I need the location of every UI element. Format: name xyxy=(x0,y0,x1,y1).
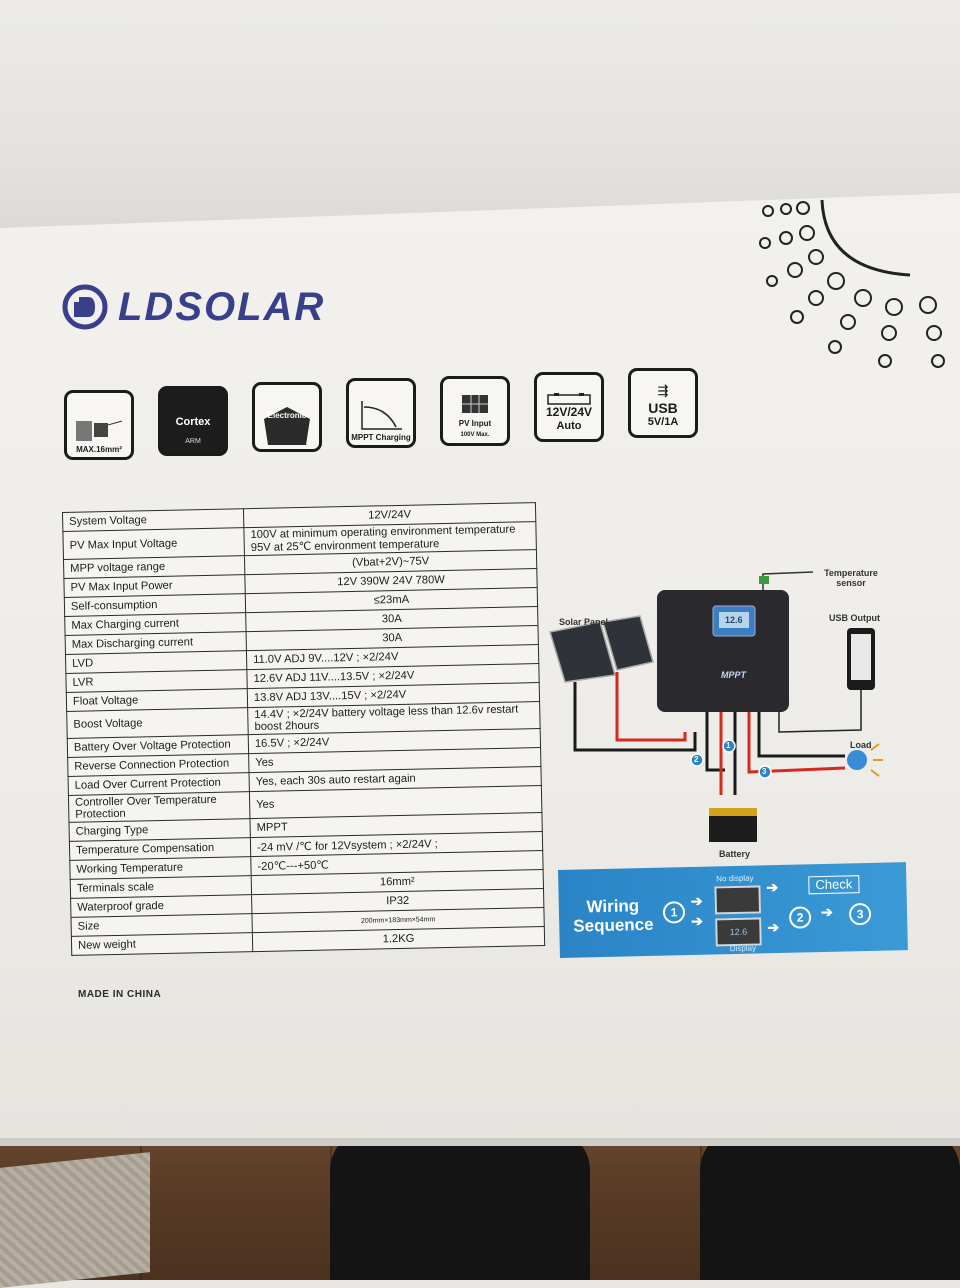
auto-label: Auto xyxy=(556,420,582,432)
arrow-right-icon: ➔ xyxy=(820,903,833,921)
load-bulb-icon xyxy=(847,750,867,770)
mppt-curve-icon xyxy=(361,401,402,430)
temperature-sensor-label: Temperature sensor xyxy=(824,568,878,588)
usb-label: USB xyxy=(648,400,678,416)
electronic-badge-icon xyxy=(264,407,310,445)
voltage-label: 12V/24V xyxy=(545,405,593,419)
pv-max-label: 100V Max. xyxy=(460,432,490,438)
solar-panel-icon xyxy=(549,615,654,683)
mppt-label: MPPT Charging xyxy=(351,433,411,442)
spec-key: New weight xyxy=(71,932,253,956)
usb-rating-label: 5V/1A xyxy=(647,416,679,428)
controller-brand-label: MPPT xyxy=(721,670,747,680)
feature-mppt-charging: MPPT Charging xyxy=(346,378,416,448)
wiring-marker-icons xyxy=(690,739,772,779)
battery-label: Battery xyxy=(719,849,751,859)
feature-usb: ⇶ USB 5V/1A xyxy=(628,368,698,438)
wiring-diagram: Solar Panel Temperature sensor USB Outpu… xyxy=(545,560,945,870)
sun-decoration-icon xyxy=(759,199,945,368)
arm-label: ARM xyxy=(185,438,201,445)
spec-key: PV Max Input Voltage xyxy=(62,527,245,560)
arrow-right-icon: ➔ xyxy=(691,912,704,929)
feature-label: MAX.16mm² xyxy=(76,445,122,454)
feature-electronic: Electronic xyxy=(252,382,322,452)
spec-key: Controller Over Temperature Protection xyxy=(68,791,250,823)
controller-screen-value: 12.6 xyxy=(725,615,743,625)
electronic-label: Electronic xyxy=(267,411,307,420)
arrow-right-icon: ➔ xyxy=(690,892,703,909)
step-2-badge: 2 xyxy=(788,906,812,929)
brand-name: LDSOLAR xyxy=(118,284,326,329)
wiring-diagram-graphic xyxy=(549,571,883,842)
arrow-right-icon: ➔ xyxy=(766,879,779,896)
arrow-right-icon: ➔ xyxy=(767,919,780,936)
screen-on: 12.6 xyxy=(715,917,762,947)
feature-connector-cable: MAX.16mm² xyxy=(64,390,134,460)
battery-icon xyxy=(547,393,591,405)
marker-2: 2 xyxy=(694,755,699,764)
no-display-label: No display xyxy=(716,873,754,884)
display-label: Display xyxy=(729,943,757,954)
solar-panel-icon xyxy=(462,395,488,413)
feature-icons-row: MAX.16mm² Cortex ARM Electronic MPPT Cha… xyxy=(64,368,704,460)
step-3-badge: 3 xyxy=(848,902,872,926)
load-label: Load xyxy=(850,740,872,750)
feature-battery-auto: 12V/24V Auto xyxy=(534,372,604,442)
marker-1: 1 xyxy=(726,741,731,750)
feature-pv-input: PV Input 100V Max. xyxy=(440,376,510,446)
marker-3: 3 xyxy=(762,767,767,776)
connector-cable-icon xyxy=(76,420,123,441)
cortex-label: Cortex xyxy=(175,416,211,428)
wiring-sequence-title: Wiring Sequence xyxy=(573,896,654,936)
made-in-label: MADE IN CHINA xyxy=(78,989,162,1000)
usb-icon: ⇶ xyxy=(657,383,669,398)
usb-output-label: USB Output xyxy=(829,613,880,623)
controller-body xyxy=(657,590,789,712)
rug xyxy=(0,1152,150,1288)
step-1-badge: 1 xyxy=(662,901,686,924)
background-wall xyxy=(0,0,960,230)
spec-key: Boost Voltage xyxy=(66,707,249,739)
screen-off-icon xyxy=(714,885,762,915)
person-leg-right xyxy=(700,1130,960,1280)
check-label: Check xyxy=(808,875,860,895)
solar-panel-label: Solar Panel xyxy=(559,617,609,627)
pv-input-label: PV Input xyxy=(458,419,492,428)
brand-logo: LDSOLAR xyxy=(62,284,325,330)
box-bottom-edge xyxy=(0,1138,960,1146)
feature-cortex-chip: Cortex ARM xyxy=(158,386,228,456)
person-leg-left xyxy=(330,1130,590,1280)
wiring-sequence-banner: Wiring Sequence 1 ➔ ➔ No display 12.6 Di… xyxy=(558,862,908,958)
logo-mark-icon xyxy=(62,284,108,330)
